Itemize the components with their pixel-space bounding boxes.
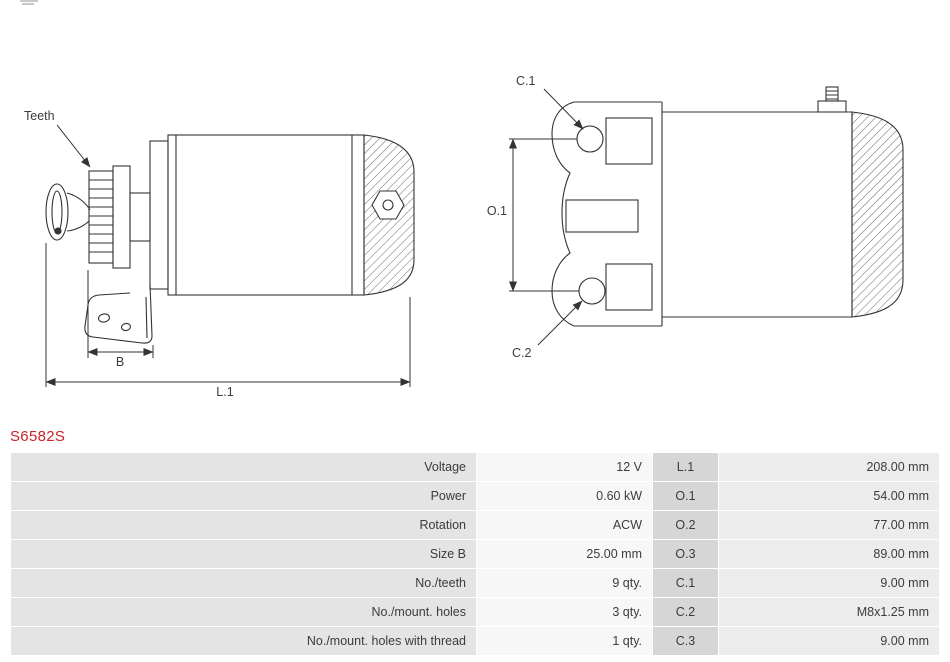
side-view (45, 134, 415, 344)
o1-label: O.1 (487, 204, 507, 218)
spec-row-voltage: Voltage 12 V L.1 208.00 mm (11, 453, 939, 481)
dim-label: L.1 (653, 453, 718, 481)
spec-row-rotation: Rotation ACW O.2 77.00 mm (11, 511, 939, 539)
spec-value: 3 qty. (477, 598, 652, 626)
dim-label: C.1 (653, 569, 718, 597)
dim-value: 9.00 mm (719, 627, 939, 655)
spec-value: 1 qty. (477, 627, 652, 655)
dim-value: 208.00 mm (719, 453, 939, 481)
spec-label: No./mount. holes with thread (11, 627, 476, 655)
end-cap-rear (851, 111, 904, 318)
dimension-L1 (45, 243, 411, 387)
dim-label: C.2 (653, 598, 718, 626)
spec-row-size-b: Size B 25.00 mm O.3 89.00 mm (11, 540, 939, 568)
c1-leader (543, 88, 584, 130)
mounting-flange (551, 101, 662, 327)
spec-value: ACW (477, 511, 652, 539)
c1-label: C.1 (516, 74, 536, 88)
dimension-B (87, 270, 154, 358)
c2-label: C.2 (512, 346, 532, 360)
motor-body (167, 134, 365, 296)
part-number: S6582S (10, 428, 66, 445)
mount-hole-c2 (578, 277, 606, 305)
dim-value: M8x1.25 mm (719, 598, 939, 626)
mount-hole-c1 (576, 125, 604, 153)
spec-row-mount-holes: No./mount. holes 3 qty. C.2 M8x1.25 mm (11, 598, 939, 626)
dim-value: 89.00 mm (719, 540, 939, 568)
dim-value: 9.00 mm (719, 569, 939, 597)
dim-label: O.2 (653, 511, 718, 539)
spec-table: Voltage 12 V L.1 208.00 mm Power 0.60 kW… (10, 452, 940, 656)
spec-value: 12 V (477, 453, 652, 481)
spec-value: 0.60 kW (477, 482, 652, 510)
b-label: B (116, 355, 124, 369)
dimension-O1 (509, 138, 579, 292)
spec-value: 25.00 mm (477, 540, 652, 568)
spec-label: No./teeth (11, 569, 476, 597)
technical-drawing: Teeth B L.1 C.1 O.1 C.2 (20, 0, 904, 399)
pinion-gear (88, 170, 114, 264)
spec-label: Voltage (11, 453, 476, 481)
dim-value: 54.00 mm (719, 482, 939, 510)
mounting-bracket (84, 283, 153, 344)
end-view (551, 86, 904, 327)
spec-row-mount-holes-thread: No./mount. holes with thread 1 qty. C.3 … (11, 627, 939, 655)
dim-label: O.1 (653, 482, 718, 510)
dim-value: 77.00 mm (719, 511, 939, 539)
spec-label: Size B (11, 540, 476, 568)
dim-label: C.3 (653, 627, 718, 655)
spec-row-teeth: No./teeth 9 qty. C.1 9.00 mm (11, 569, 939, 597)
c2-leader (537, 300, 583, 346)
dim-label: O.3 (653, 540, 718, 568)
watermark-fragment (20, 0, 38, 5)
spec-label: Rotation (11, 511, 476, 539)
teeth-label: Teeth (24, 109, 55, 123)
l1-label: L.1 (216, 385, 233, 399)
teeth-leader (56, 124, 91, 168)
spec-label: Power (11, 482, 476, 510)
spec-label: No./mount. holes (11, 598, 476, 626)
spec-row-power: Power 0.60 kW O.1 54.00 mm (11, 482, 939, 510)
spec-value: 9 qty. (477, 569, 652, 597)
